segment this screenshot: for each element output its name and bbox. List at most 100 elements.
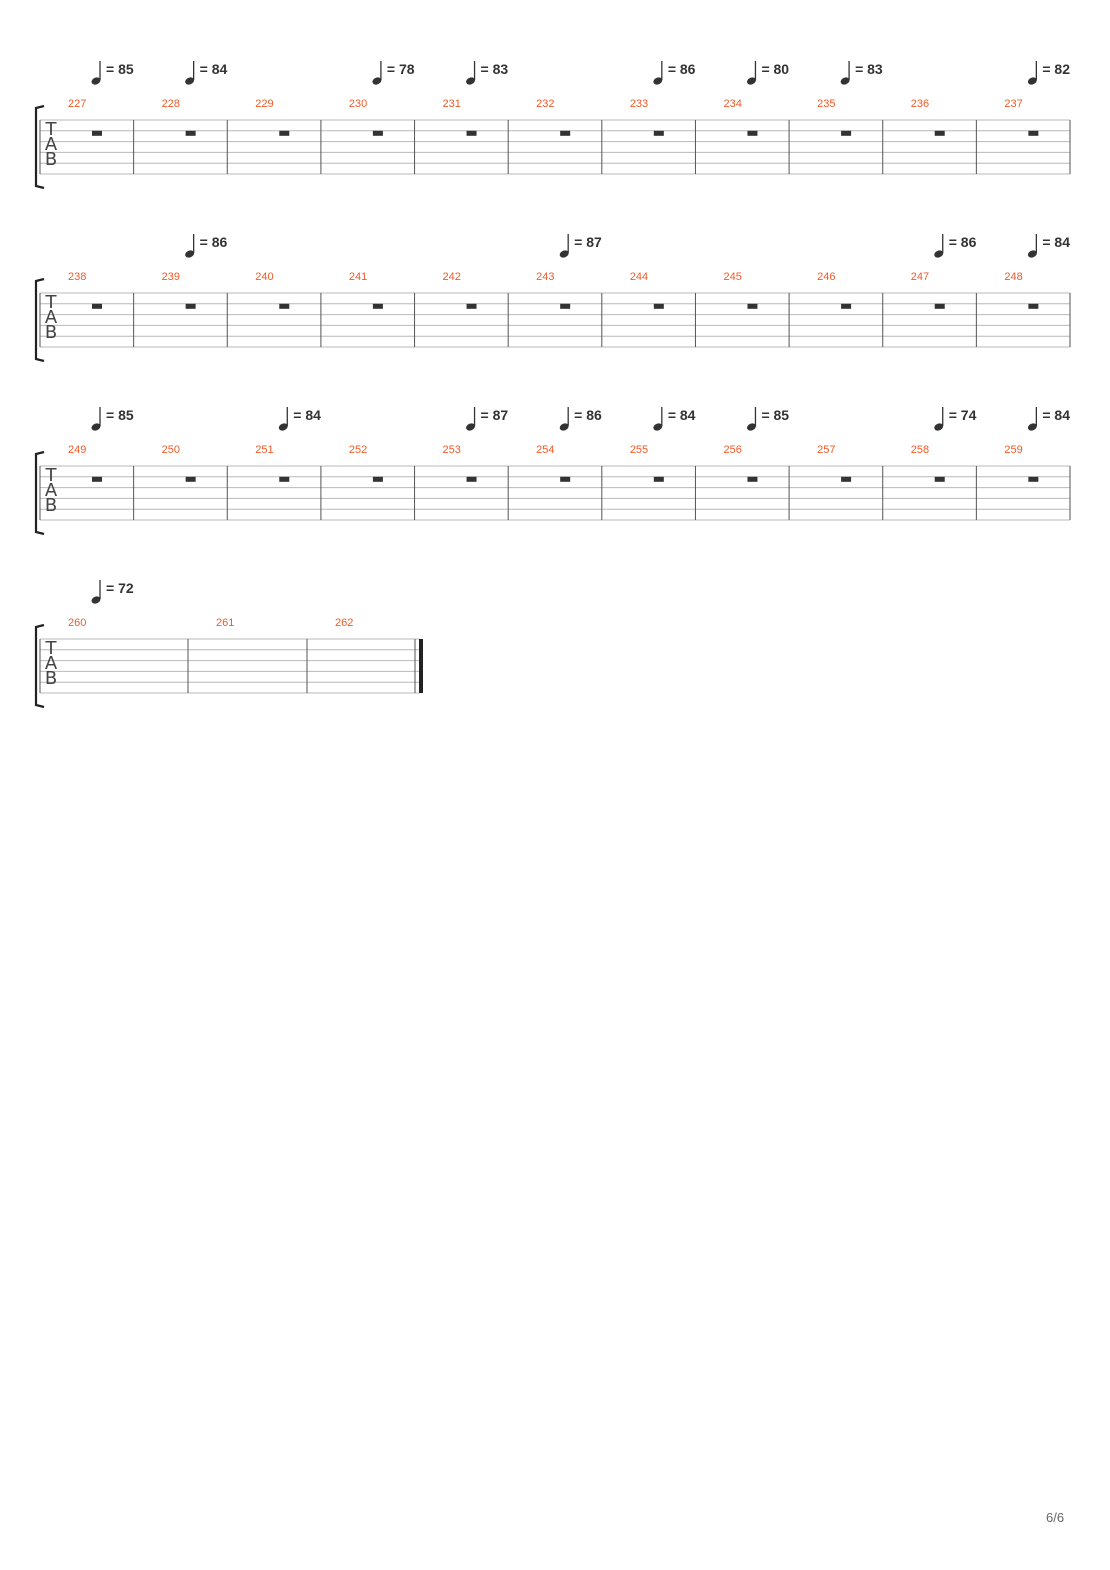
whole-rest-252 xyxy=(372,476,383,482)
tempo-marking-256: = 85 xyxy=(761,407,789,423)
measure-number-237: 237 xyxy=(1004,98,1022,110)
tempo-marking-228: = 84 xyxy=(200,61,228,77)
measure-number-234: 234 xyxy=(723,98,741,110)
measure-number-235: 235 xyxy=(817,98,835,110)
quarter-note-icon xyxy=(91,423,101,431)
system-bracket xyxy=(34,623,45,709)
quarter-note-icon xyxy=(934,423,944,431)
measure-number-240: 240 xyxy=(255,271,273,283)
whole-rest-255 xyxy=(653,476,664,482)
whole-rest-234 xyxy=(747,130,758,136)
whole-rest-239 xyxy=(185,303,196,309)
tempo-marking-239: = 86 xyxy=(200,234,228,250)
page-number: 6/6 xyxy=(1046,1510,1065,1525)
measure-number-261: 261 xyxy=(216,617,234,629)
tempo-marking-234: = 80 xyxy=(761,61,789,77)
quarter-note-icon xyxy=(1027,77,1037,85)
whole-rest-238 xyxy=(92,303,102,309)
measure-number-236: 236 xyxy=(911,98,929,110)
whole-rest-253 xyxy=(466,476,477,482)
tempo-marking-231: = 83 xyxy=(481,61,509,77)
whole-rest-230 xyxy=(372,130,383,136)
whole-rest-235 xyxy=(841,130,852,136)
whole-rest-258 xyxy=(934,476,945,482)
tempo-marking-227: = 85 xyxy=(106,61,134,77)
tab-clef-letter: B xyxy=(45,668,57,689)
whole-rest-231 xyxy=(466,130,477,136)
tempo-marking-253: = 87 xyxy=(481,407,509,423)
measure-number-229: 229 xyxy=(255,98,273,110)
measure-number-228: 228 xyxy=(162,98,180,110)
measure-number-227: 227 xyxy=(68,98,86,110)
measure-number-257: 257 xyxy=(817,444,835,456)
quarter-note-icon xyxy=(91,596,101,604)
whole-rest-250 xyxy=(185,476,196,482)
tab-clef-letter: T xyxy=(45,119,58,140)
whole-rest-237 xyxy=(1028,130,1039,136)
whole-rest-249 xyxy=(92,476,102,482)
whole-rest-236 xyxy=(934,130,945,136)
tab-clef-letter: T xyxy=(45,292,58,313)
measure-number-241: 241 xyxy=(349,271,367,283)
whole-rest-244 xyxy=(653,303,664,309)
whole-rest-257 xyxy=(841,476,852,482)
measure-number-245: 245 xyxy=(723,271,741,283)
tab-clef-letter: A xyxy=(45,307,58,328)
measure-number-256: 256 xyxy=(723,444,741,456)
tempo-marking-230: = 78 xyxy=(387,61,415,77)
tempo-marking-235: = 83 xyxy=(855,61,883,77)
tab-clef-letter: A xyxy=(45,653,58,674)
measure-number-248: 248 xyxy=(1004,271,1022,283)
tab-clef-letter: B xyxy=(45,495,57,516)
system-bracket xyxy=(34,104,45,190)
tab-clef-letter: B xyxy=(45,322,57,343)
tempo-marking-258: = 74 xyxy=(949,407,977,423)
measure-number-250: 250 xyxy=(162,444,180,456)
system-bracket xyxy=(34,277,45,363)
tempo-marking-249: = 85 xyxy=(106,407,134,423)
measure-number-260: 260 xyxy=(68,617,86,629)
quarter-note-icon xyxy=(185,77,195,85)
tempo-marking-243: = 87 xyxy=(574,234,602,250)
whole-rest-251 xyxy=(279,476,290,482)
tempo-marking-259: = 84 xyxy=(1042,407,1070,423)
whole-rest-240 xyxy=(279,303,290,309)
tempo-marking-255: = 84 xyxy=(668,407,696,423)
measure-number-247: 247 xyxy=(911,271,929,283)
tempo-marking-237: = 82 xyxy=(1042,61,1070,77)
whole-rest-259 xyxy=(1028,476,1039,482)
tempo-marking-248: = 84 xyxy=(1042,234,1070,250)
whole-rest-246 xyxy=(841,303,852,309)
tempo-marking-233: = 86 xyxy=(668,61,696,77)
whole-rest-232 xyxy=(560,130,571,136)
tempo-marking-251: = 84 xyxy=(293,407,321,423)
whole-rest-229 xyxy=(279,130,290,136)
measure-number-243: 243 xyxy=(536,271,554,283)
tempo-marking-247: = 86 xyxy=(949,234,977,250)
measure-number-249: 249 xyxy=(68,444,86,456)
measure-number-258: 258 xyxy=(911,444,929,456)
measure-number-242: 242 xyxy=(443,271,461,283)
quarter-note-icon xyxy=(1027,250,1037,258)
measure-number-232: 232 xyxy=(536,98,554,110)
quarter-note-icon xyxy=(653,77,663,85)
quarter-note-icon xyxy=(559,250,569,258)
tab-clef-letter: T xyxy=(45,638,58,659)
measure-number-254: 254 xyxy=(536,444,554,456)
tab-clef-letter: T xyxy=(45,465,58,486)
whole-rest-233 xyxy=(653,130,664,136)
quarter-note-icon xyxy=(747,423,756,431)
whole-rest-228 xyxy=(185,130,196,136)
quarter-note-icon xyxy=(747,77,756,85)
whole-rest-227 xyxy=(92,130,102,136)
quarter-note-icon xyxy=(840,77,850,85)
whole-rest-254 xyxy=(560,476,571,482)
tab-clef-letter: B xyxy=(45,149,57,170)
measure-number-244: 244 xyxy=(630,271,648,283)
quarter-note-icon xyxy=(934,250,944,258)
measure-number-253: 253 xyxy=(443,444,461,456)
whole-rest-243 xyxy=(560,303,571,309)
measure-number-255: 255 xyxy=(630,444,648,456)
whole-rest-241 xyxy=(372,303,383,309)
quarter-note-icon xyxy=(91,77,101,85)
